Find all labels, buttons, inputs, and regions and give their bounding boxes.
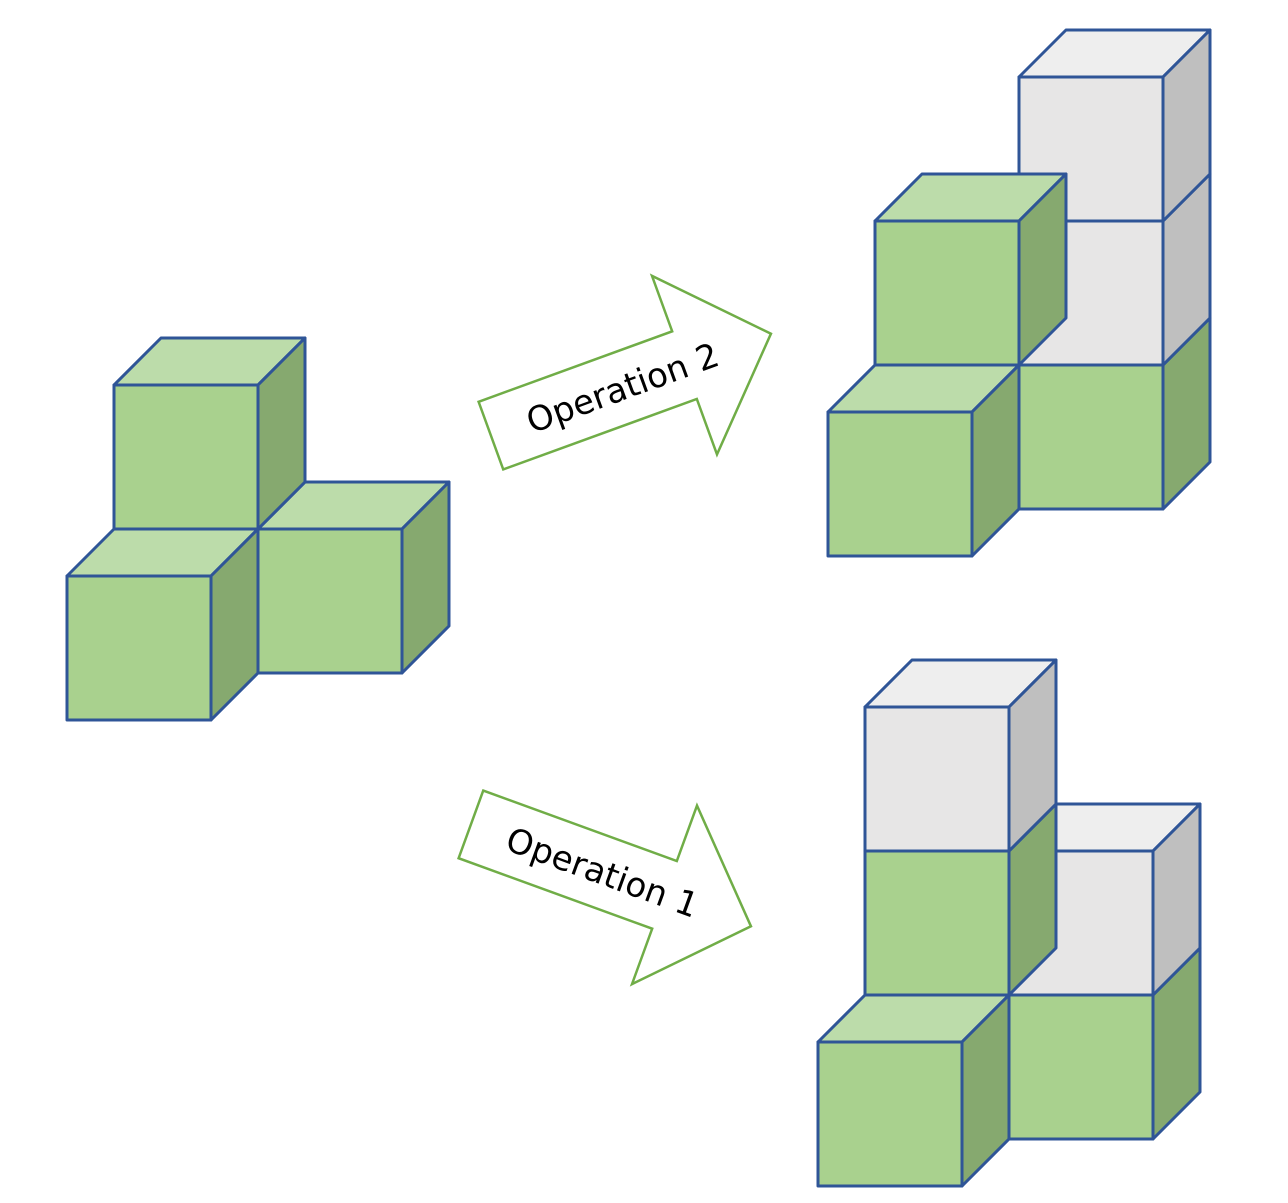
op1-cube-gray xyxy=(863,658,1058,853)
op2-cube-green xyxy=(826,363,1021,558)
operation-1-arrow-shape xyxy=(457,788,753,987)
original-cube-figure xyxy=(65,336,451,722)
operation-1-result-figure xyxy=(816,658,1202,1188)
cube-front-face xyxy=(873,219,1021,367)
operation-2-arrow: Operation 2 xyxy=(477,273,773,472)
original-cube-green xyxy=(65,527,260,722)
op1-cube-green xyxy=(816,993,1011,1188)
cube-front-face xyxy=(1007,993,1155,1141)
original-cube-green xyxy=(112,336,307,531)
cube-front-face xyxy=(863,849,1011,997)
cube-front-face xyxy=(826,410,974,558)
cube-front-face xyxy=(816,1040,964,1188)
original-cube-green xyxy=(256,480,451,675)
cube-front-face xyxy=(1017,363,1165,511)
cube-front-face xyxy=(256,527,404,675)
operation-2-result-figure xyxy=(826,28,1212,558)
cube-front-face xyxy=(65,574,213,722)
cube-front-face xyxy=(863,705,1011,853)
operation-2-arrow-shape xyxy=(477,273,773,472)
operation-1-arrow: Operation 1 xyxy=(457,788,753,987)
cube-front-face xyxy=(112,383,260,531)
op2-cube-green xyxy=(873,172,1068,367)
